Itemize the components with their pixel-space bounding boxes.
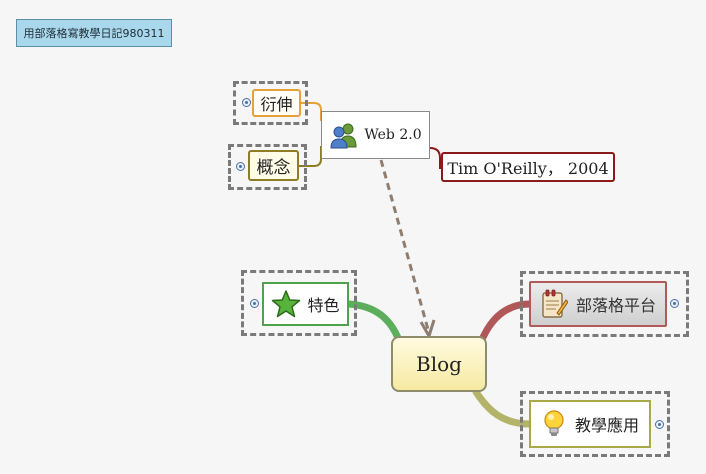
notepad-icon xyxy=(542,289,568,318)
topic-web20[interactable]: Web 2.0 xyxy=(321,111,430,159)
topic-buluoge-platform[interactable]: 部落格平台 xyxy=(529,281,667,327)
group-frame-gainian xyxy=(228,144,307,190)
topic-label: 部落格平台 xyxy=(575,296,656,315)
topic-label: Blog xyxy=(416,352,462,376)
topic-gainian[interactable]: 概念 xyxy=(248,150,299,181)
document-title-tab[interactable]: 用部落格寫教學日記980311 xyxy=(16,19,172,47)
expand-button-tese[interactable] xyxy=(250,299,259,308)
expand-button-gainian[interactable] xyxy=(236,162,245,171)
topic-label: 特色 xyxy=(307,296,340,315)
lightbulb-icon xyxy=(544,410,564,436)
users-icon xyxy=(330,123,357,149)
topic-label: 衍伸 xyxy=(260,95,293,114)
branch-gainian xyxy=(299,146,322,167)
topic-jiaoxue-application[interactable]: 教學應用 xyxy=(529,400,651,448)
group-frame-yanshen xyxy=(233,81,308,125)
group-frame-jiaoxue xyxy=(520,391,670,457)
topic-label: 概念 xyxy=(256,158,291,178)
expand-button-buluoge[interactable] xyxy=(670,299,679,308)
document-title: 用部落格寫教學日記980311 xyxy=(23,27,165,40)
star-icon xyxy=(272,290,301,318)
topic-label: 教學應用 xyxy=(574,416,639,435)
relationship-arrow xyxy=(379,159,431,334)
branch-tim xyxy=(429,147,441,169)
group-frame-buluoge xyxy=(520,271,689,337)
topic-yanshen[interactable]: 衍伸 xyxy=(252,89,301,117)
expand-button-yanshen[interactable] xyxy=(242,98,251,107)
topic-label: Tim O'Reilly， 2004 xyxy=(447,159,609,178)
branch-buluoge xyxy=(477,300,534,346)
central-topic-blog[interactable]: Blog xyxy=(391,336,487,392)
expand-button-jiaoxue[interactable] xyxy=(655,420,664,429)
group-frame-tese xyxy=(241,270,357,336)
topic-tese[interactable]: 特色 xyxy=(262,282,349,326)
branch-yanshen xyxy=(301,102,322,121)
topic-tim-oreilly[interactable]: Tim O'Reilly， 2004 xyxy=(441,152,615,182)
topic-label: Web 2.0 xyxy=(364,127,422,143)
